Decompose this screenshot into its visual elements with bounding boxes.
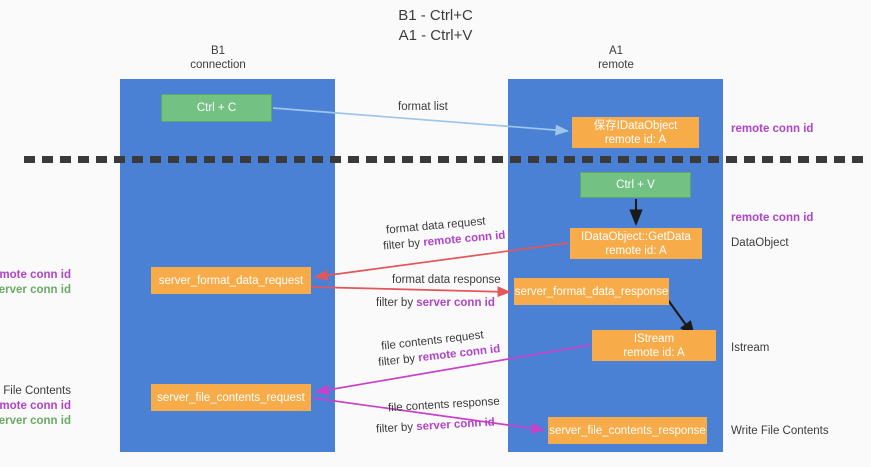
column-header-b1-title: B1 bbox=[210, 45, 226, 57]
column-header-a1: A1 remote bbox=[536, 44, 696, 72]
page-title: B1 - Ctrl+C A1 - Ctrl+V bbox=[0, 6, 871, 46]
column-header-b1-subtitle: connection bbox=[190, 59, 246, 71]
phase-divider bbox=[24, 156, 870, 163]
annotation-right-remote-conn-id-1: remote conn id bbox=[731, 122, 813, 137]
node-ctrl-v-label: Ctrl + V bbox=[616, 179, 655, 191]
annotation-read-file-contents: Read File Contents bbox=[0, 385, 71, 397]
node-server-file-contents-response-label: server_file_contents_response bbox=[549, 424, 706, 437]
annotation-right-write-file-contents: Write File Contents bbox=[731, 424, 829, 439]
title-line-1: B1 - Ctrl+C bbox=[398, 7, 473, 24]
annotation-right-remote-conn-id-2: remote conn id bbox=[731, 211, 813, 226]
filter-prefix: filter by bbox=[375, 421, 417, 436]
filter-prefix: filter by bbox=[376, 297, 417, 309]
annotation-left-read-file-contents: Read File Contents remote conn id server… bbox=[0, 384, 71, 429]
node-ctrl-c-label: Ctrl + C bbox=[196, 102, 237, 114]
column-header-a1-title: A1 bbox=[608, 45, 624, 57]
filter-prefix: filter by bbox=[377, 352, 420, 369]
node-istream-sub: remote id: A bbox=[623, 346, 685, 359]
node-idataobject-getdata-sub: remote id: A bbox=[605, 244, 667, 257]
node-ctrl-v[interactable]: Ctrl + V bbox=[580, 172, 691, 198]
column-header-b1: B1 connection bbox=[138, 44, 298, 72]
annotation-remote-conn-id: remote conn id bbox=[0, 400, 71, 412]
node-save-idataobject-sub: remote id: A bbox=[604, 133, 667, 146]
node-server-file-contents-request[interactable]: server_file_contents_request bbox=[151, 384, 311, 411]
filter-prefix: filter by bbox=[382, 236, 424, 253]
node-idataobject-getdata[interactable]: IDataObject::GetData remote id: A bbox=[570, 228, 702, 259]
title-line-2: A1 - Ctrl+V bbox=[398, 27, 473, 44]
annotation-remote-conn-id: remote conn id bbox=[0, 269, 71, 281]
edge-label-format-data-response: format data response bbox=[392, 274, 501, 286]
annotation-text: Write File Contents bbox=[731, 425, 829, 437]
node-server-format-data-request[interactable]: server_format_data_request bbox=[151, 267, 311, 294]
column-header-a1-subtitle: remote bbox=[598, 59, 634, 71]
node-server-file-contents-response[interactable]: server_file_contents_response bbox=[548, 417, 707, 444]
annotation-server-conn-id: server conn id bbox=[0, 284, 71, 296]
edge-label-format-data-response-filter: filter by server conn id bbox=[376, 296, 495, 311]
node-save-idataobject-label: 保存IDataObject bbox=[593, 119, 678, 132]
node-save-idataobject[interactable]: 保存IDataObject remote id: A bbox=[572, 117, 699, 148]
node-server-format-data-response-label: server_format_data_response bbox=[514, 285, 669, 298]
node-server-file-contents-request-label: server_file_contents_request bbox=[157, 391, 305, 404]
node-istream-label: IStream bbox=[633, 332, 675, 345]
annotation-right-istream: Istream bbox=[731, 341, 769, 356]
edge-label-format-list: format list bbox=[398, 101, 448, 113]
annotation-text: remote conn id bbox=[731, 123, 814, 135]
annotation-text: remote conn id bbox=[731, 212, 814, 224]
filter-key-server-conn-id: server conn id bbox=[415, 416, 496, 434]
annotation-left-conn-ids: remote conn id server conn id bbox=[0, 268, 71, 298]
annotation-text: DataObject bbox=[731, 237, 789, 249]
node-server-format-data-request-label: server_format_data_request bbox=[158, 274, 304, 287]
node-idataobject-getdata-label: IDataObject::GetData bbox=[581, 230, 691, 243]
node-ctrl-c[interactable]: Ctrl + C bbox=[161, 94, 272, 122]
annotation-text: Istream bbox=[731, 342, 770, 354]
edge-label-file-contents-response: file contents response bbox=[387, 395, 501, 415]
node-istream[interactable]: IStream remote id: A bbox=[592, 330, 716, 361]
edge-label-file-contents-response-filter: filter by server conn id bbox=[376, 415, 496, 437]
annotation-server-conn-id: server conn id bbox=[0, 415, 71, 427]
annotation-right-dataobject: DataObject bbox=[731, 236, 789, 251]
filter-key-server-conn-id: server conn id bbox=[416, 297, 495, 309]
node-server-format-data-response[interactable]: server_format_data_response bbox=[514, 278, 669, 305]
